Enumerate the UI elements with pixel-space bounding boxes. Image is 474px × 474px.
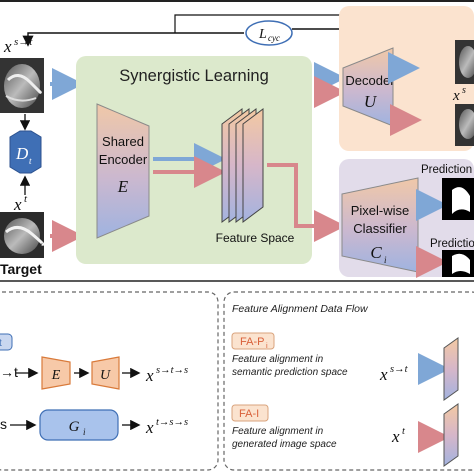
lcyc-label: L [258, 27, 267, 42]
shared-encoder: Shared Encoder E [96, 103, 150, 239]
svg-text:t: t [24, 193, 28, 205]
legend-right-sheet-1 [443, 337, 459, 401]
svg-text:t: t [402, 426, 406, 437]
legend-decoder: U [91, 356, 120, 390]
synergistic-title: Synergistic Learning [119, 67, 269, 85]
svg-text:x: x [379, 365, 388, 384]
target-image [0, 212, 45, 258]
svg-text:t: t [29, 156, 32, 166]
svg-text:x: x [3, 37, 12, 56]
svg-text:Pixel-wise: Pixel-wise [351, 203, 410, 218]
legend-left-tag: t [0, 333, 13, 351]
legend-output-1: x s→t→s [145, 365, 188, 385]
svg-text:s→t: s→t [14, 36, 33, 48]
svg-text:x: x [145, 418, 154, 437]
fap-desc-2: semantic prediction space [232, 367, 348, 378]
svg-text:t→s→s: t→s→s [156, 417, 188, 428]
svg-text:s→t→s: s→t→s [156, 365, 188, 376]
xt-label: x t [13, 193, 28, 214]
prediction-mask-bottom [442, 250, 474, 277]
svg-text:i: i [384, 255, 387, 265]
svg-text:x: x [145, 366, 154, 385]
svg-text:G: G [69, 419, 80, 435]
svg-text:Encoder: Encoder [99, 152, 148, 167]
discriminator-node: D t [9, 130, 42, 174]
classifier-node: Pixel-wise Classifier C i [341, 177, 419, 273]
fai-tag: FA-I [231, 404, 269, 422]
prediction-mask-top [442, 178, 474, 220]
svg-text:s: s [462, 85, 466, 96]
lcyc-subscript: cyc [268, 33, 280, 43]
svg-text:U: U [364, 92, 378, 111]
fap-desc-1: Feature alignment in [232, 354, 324, 365]
legend-right-x1: x s→t [379, 364, 409, 384]
prediction-label-top: Prediction [421, 164, 472, 176]
legend-encoder: E [41, 356, 71, 390]
fap-tag: FA-P i [231, 332, 275, 350]
source-to-target-image [0, 58, 44, 113]
svg-text:FA-P: FA-P [240, 336, 264, 348]
lcyc-link-left [22, 32, 244, 47]
svg-text:x: x [13, 195, 22, 214]
svg-text:D: D [15, 144, 29, 163]
svg-text:x: x [391, 427, 400, 446]
legend-right-box [223, 291, 474, 471]
prediction-label-bottom: Predictio [430, 238, 474, 250]
legend-right-sheet-2 [443, 403, 459, 467]
decoder-output-label: x s [452, 85, 466, 104]
decoder-output-image-bottom [455, 104, 474, 146]
svg-text:s→t: s→t [390, 364, 409, 375]
svg-text:E: E [51, 368, 61, 383]
fai-desc-2: generated image space [232, 439, 337, 450]
svg-text:x: x [452, 88, 460, 104]
svg-text:C: C [370, 243, 382, 262]
legend-generator: G i [39, 409, 119, 441]
fai-desc-1: Feature alignment in [232, 426, 324, 437]
legend-row2-prefix: s [0, 416, 7, 432]
target-label: Target [0, 261, 42, 277]
feature-space-stack [221, 108, 264, 223]
svg-text:i: i [266, 341, 268, 350]
lcyc-node: L cyc [245, 20, 293, 46]
svg-text:Decoder: Decoder [345, 73, 395, 88]
svg-text:E: E [117, 177, 129, 196]
legend-row1-prefix: →t [0, 364, 18, 380]
svg-text:Classifier: Classifier [353, 221, 407, 236]
svg-text:FA-I: FA-I [239, 408, 259, 420]
legend-right-x2: x t [391, 426, 406, 446]
svg-text:t: t [0, 338, 2, 349]
svg-text:Shared: Shared [102, 134, 144, 149]
svg-text:U: U [100, 368, 111, 383]
arrow-to-classifier-red [267, 163, 346, 242]
feature-space-label: Feature Space [216, 231, 295, 245]
legend-output-2: x t→s→s [145, 417, 188, 437]
xst-label: x s→t [3, 36, 33, 56]
svg-text:i: i [83, 427, 86, 437]
decoder-output-image-top [455, 40, 474, 84]
legend-right-title: Feature Alignment Data Flow [232, 303, 369, 315]
